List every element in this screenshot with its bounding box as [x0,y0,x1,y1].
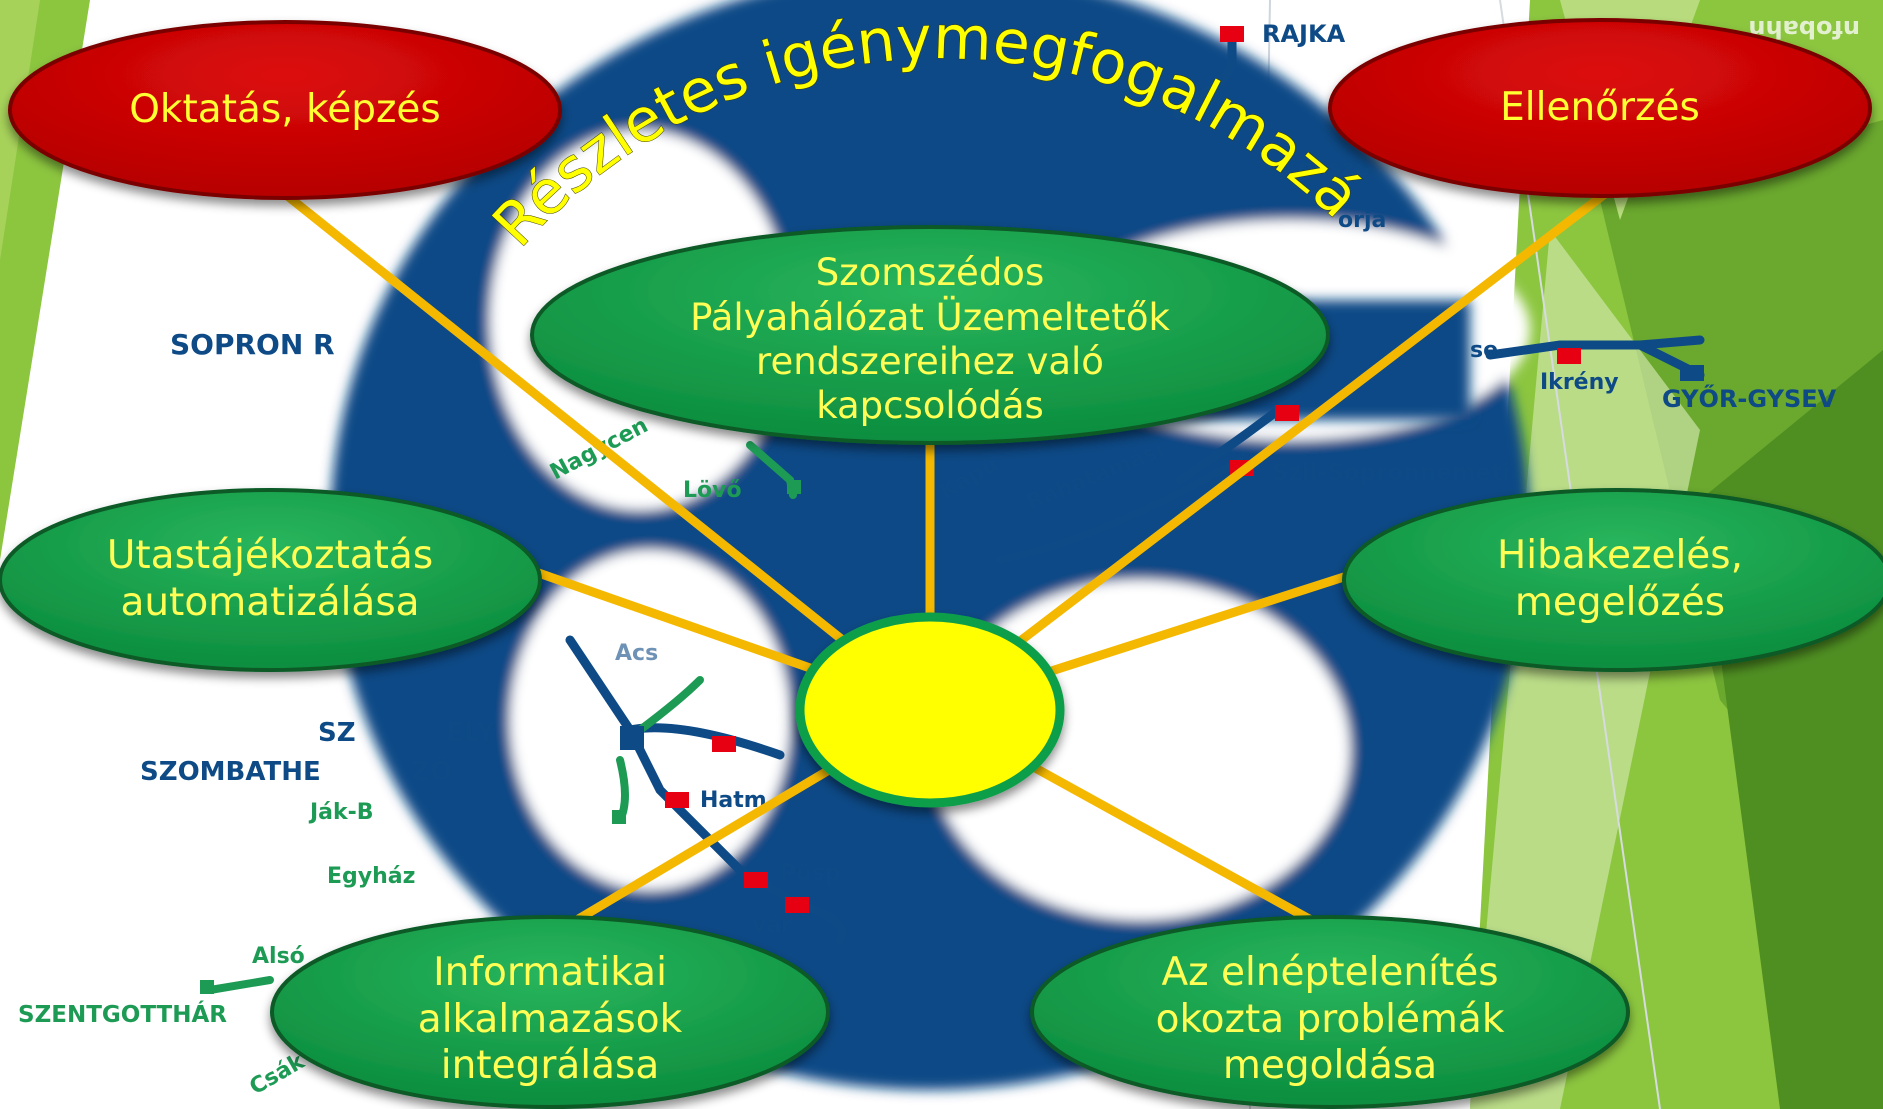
station-markers [200,26,1704,994]
node-fault: Hibakezelés, megelőzés [1496,533,1744,625]
map-label-also: Alsó [252,944,305,969]
map-label-ikreny: Ikrény [1540,370,1619,395]
map-label-lovo: Lövő [683,478,742,503]
map-label-gyor: GYŐR-GYSEV [1662,383,1837,413]
map-label-sopron: SOPRON R [170,328,335,361]
map-label-var: vár [752,913,792,938]
map-label-rajka: RAJKA [1262,20,1346,48]
map-label-egyhaz: Egyház [327,864,415,889]
map-label-szentgotthard: SZENTGOTTHÁR [18,1000,227,1028]
node-depopulation-shape [1030,915,1630,1109]
node-depopulation: Az elnéptelenítés okozta problémák megol… [1155,949,1505,1089]
spoke-education [275,185,935,715]
map-label-orja: orja [1338,208,1386,233]
map-label-onszo: onszo [1298,156,1370,181]
map-label-szil: Szil-Sopronnémeti [1272,460,1510,486]
node-passenger-info-shape [0,488,542,672]
node-it-apps-shape [270,915,830,1109]
central-hub [795,612,1065,808]
map-label-szombathely-2: SZOMBATHE ZŐ [140,755,452,787]
map-label-se: se [1470,338,1498,363]
node-fault-shape [1342,488,1883,672]
node-education: Oktatás, képzés [129,86,441,132]
spoke-control [925,185,1615,715]
node-control-shape [1328,18,1872,198]
map-label-pusp: Püsp [780,861,841,886]
map-label-szombathely-1: SZ ELY [318,718,496,748]
node-education-shape [8,20,562,200]
node-passenger-info: Utastájékoztatás automatizálása [106,533,434,625]
map-label-jak: Ják-B [308,800,374,825]
map-label-acs: Acs [615,641,658,666]
node-it-apps: Informatikai alkalmazások integrálása [417,949,683,1089]
node-adjacent: Szomszédos Pályahálózat Üzemeltetők rend… [690,251,1170,428]
node-adjacent-shape [530,225,1330,445]
node-control: Ellenőrzés [1500,84,1700,130]
